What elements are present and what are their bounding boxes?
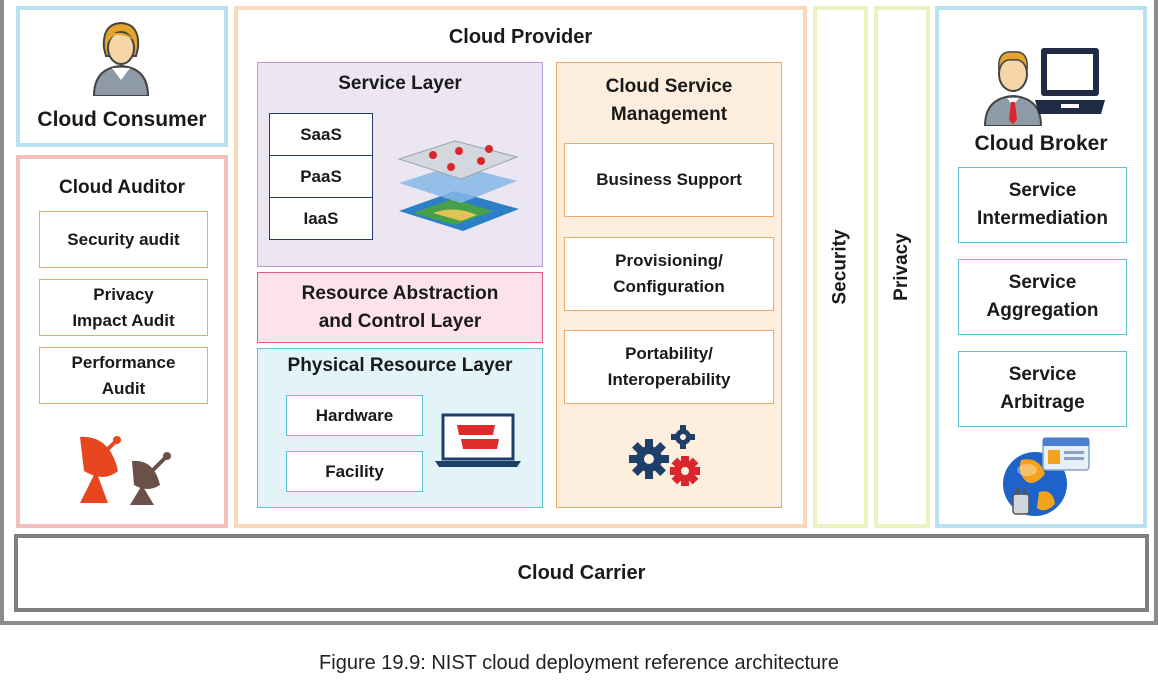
service-layer-title: Service Layer <box>338 73 462 94</box>
service-layer-paas: PaaS <box>269 155 373 198</box>
physical-resource-layer-box: Physical Resource Layer Hardware Facilit… <box>257 348 543 508</box>
cloud-auditor-title: Cloud Auditor <box>59 177 185 198</box>
resource-abstraction-box: Resource Abstraction and Control Layer <box>257 272 543 343</box>
broker-service-arbitrage: Service Arbitrage <box>958 351 1127 427</box>
cloud-carrier-bar: Cloud Carrier <box>14 534 1149 612</box>
auditor-item-performance-audit: Performance Audit <box>39 347 208 404</box>
broker-service-intermediation: Service Intermediation <box>958 167 1127 243</box>
physical-resource-layer-title: Physical Resource Layer <box>287 355 513 376</box>
service-layer-iaas: IaaS <box>269 197 373 240</box>
privacy-label: Privacy <box>891 233 912 301</box>
management-provisioning-configuration: Provisioning/ Configuration <box>564 237 774 311</box>
cloud-consumer-panel: Cloud Consumer <box>16 6 228 147</box>
figure-caption: Figure 19.9: NIST cloud deployment refer… <box>319 652 839 674</box>
management-portability-interoperability: Portability/ Interoperability <box>564 330 774 404</box>
auditor-item-security-audit: Security audit <box>39 211 208 268</box>
cloud-broker-title: Cloud Broker <box>974 132 1108 155</box>
service-layer-box: Service Layer SaaS PaaS IaaS <box>257 62 543 267</box>
security-bar: Security <box>813 6 868 528</box>
broker-service-aggregation: Service Aggregation <box>958 259 1127 335</box>
layers-map-icon <box>397 140 519 231</box>
physical-hardware: Hardware <box>286 395 423 436</box>
cloud-broker-panel: Cloud Broker Service Intermediation Serv… <box>935 6 1147 528</box>
management-business-support: Business Support <box>564 143 774 217</box>
broker-person-laptop-icon <box>983 48 1105 126</box>
privacy-bar: Privacy <box>874 6 930 528</box>
consumer-person-icon <box>92 21 150 96</box>
cloud-consumer-title: Cloud Consumer <box>37 108 207 131</box>
cloud-provider-panel: Cloud Provider Service Layer SaaS PaaS I… <box>234 6 807 528</box>
cloud-provider-title: Cloud Provider <box>448 26 593 48</box>
cloud-service-management-title: Cloud Service Management <box>605 76 733 125</box>
auditor-item-privacy-impact-audit: Privacy Impact Audit <box>39 279 208 336</box>
physical-facility: Facility <box>286 451 423 492</box>
security-label: Security <box>829 229 851 305</box>
cloud-auditor-panel: Cloud Auditor Security audit Privacy Imp… <box>16 155 228 528</box>
satellite-dish-icon <box>80 436 171 505</box>
cloud-carrier-label: Cloud Carrier <box>517 561 646 584</box>
service-layer-saas: SaaS <box>269 113 373 156</box>
laptop-icon <box>435 413 521 467</box>
globe-card-icon <box>1003 437 1090 516</box>
gears-icon <box>629 425 700 486</box>
cloud-service-management-box: Cloud Service Management Business Suppor… <box>556 62 782 508</box>
